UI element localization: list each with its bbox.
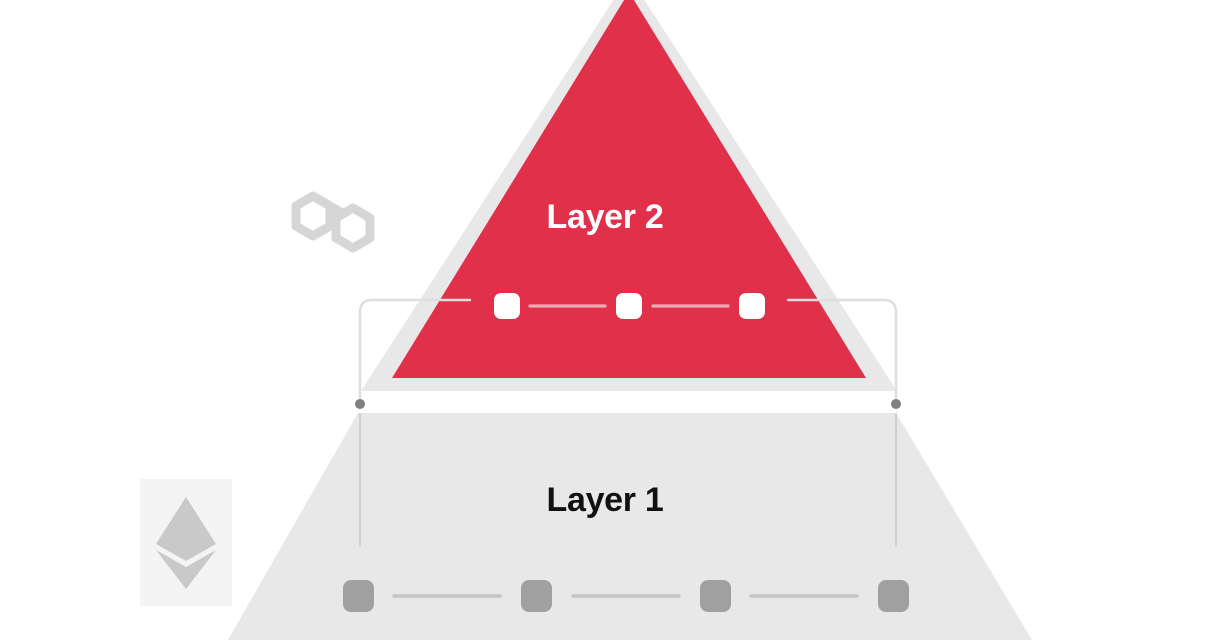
layer2-triangle <box>392 0 866 378</box>
layer1-label: Layer 1 <box>546 481 664 519</box>
layer1-node <box>878 580 909 612</box>
layer2-label: Layer 2 <box>546 198 664 236</box>
ethereum-logo <box>140 479 232 606</box>
layer2-node <box>616 293 642 319</box>
layer1-node <box>343 580 374 612</box>
layer2-node <box>494 293 520 319</box>
bracket-dot-left <box>355 399 365 409</box>
ethereum-logo-icon <box>156 496 216 589</box>
bracket-right-path <box>786 298 898 400</box>
layer1-trapezoid <box>228 413 1032 640</box>
layer1-node-chain <box>343 580 909 612</box>
layer1-node <box>521 580 552 612</box>
layer2-node <box>739 293 765 319</box>
layer1-node <box>700 580 731 612</box>
polygon-logo-icon <box>291 191 375 253</box>
bracket-dot-right <box>891 399 901 409</box>
layer-bracket <box>355 298 901 547</box>
bracket-left-path <box>358 298 472 400</box>
layer2-node-chain <box>494 293 765 319</box>
polygon-logo <box>286 172 386 272</box>
